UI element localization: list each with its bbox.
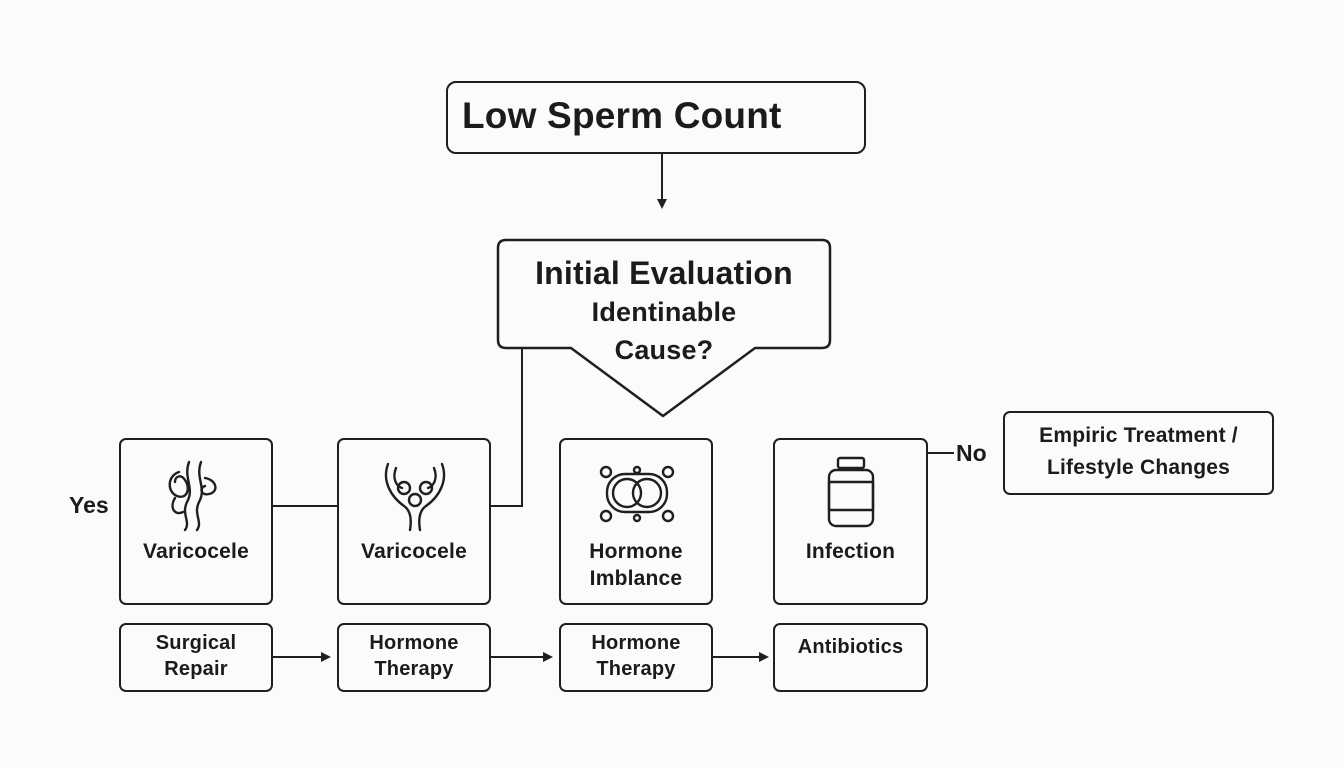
- evaluation-line1: Initial Evaluation: [535, 255, 793, 291]
- cause-3-label-line2: Imblance: [589, 567, 683, 590]
- cause-2-label: Varicocele: [361, 540, 467, 563]
- testis-icon: [384, 462, 446, 532]
- treatment-node-1: [119, 623, 273, 692]
- treatment-node-3: [559, 623, 713, 692]
- treatment-2-line1: Hormone: [369, 632, 459, 654]
- empiric-treatment-line2: Lifestyle Changes: [1046, 456, 1231, 479]
- treatment-4-line1: Antibiotics: [797, 636, 904, 658]
- pill-bottle-icon: [827, 456, 875, 528]
- branch-yes-label: Yes: [69, 492, 109, 518]
- cause-1-label: Varicocele: [143, 540, 249, 563]
- treatment-node-2: [337, 623, 491, 692]
- cause-node-1: [119, 438, 273, 605]
- evaluation-line2: Identinable: [591, 297, 737, 327]
- treatment-3-line2: Therapy: [596, 658, 676, 680]
- evaluation-node-shape: [496, 238, 832, 418]
- treatment-1-line2: Repair: [164, 658, 228, 680]
- cause-node-2: [337, 438, 491, 605]
- treatment-2-line2: Therapy: [374, 658, 454, 680]
- branch-no-label: No: [956, 440, 987, 466]
- empiric-treatment-node: [1003, 411, 1274, 495]
- cause-node-4: [773, 438, 928, 605]
- start-node-label: Low Sperm Count: [462, 95, 782, 136]
- cause-4-label: Infection: [805, 540, 896, 563]
- empiric-treatment-line1: Empiric Treatment /: [1039, 424, 1238, 447]
- vein-icon: [168, 460, 217, 532]
- start-node: [446, 81, 866, 154]
- molecule-icon: [599, 465, 675, 523]
- cause-3-label-line1: Hormone: [589, 540, 683, 563]
- connector-evaluation-to-causes: [491, 348, 523, 507]
- cause-node-3: [559, 438, 713, 605]
- treatment-1-line1: Surgical: [155, 632, 237, 654]
- evaluation-line3: Cause?: [614, 335, 714, 365]
- treatment-3-line1: Hormone: [591, 632, 681, 654]
- treatment-node-4: [773, 623, 928, 692]
